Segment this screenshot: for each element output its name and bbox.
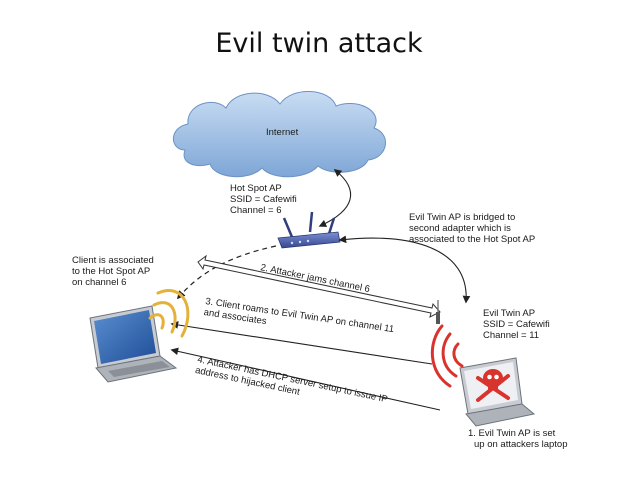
cloud-icon bbox=[172, 91, 386, 178]
step3-arrow bbox=[170, 321, 433, 365]
step4-arrow bbox=[170, 347, 441, 411]
client-note: Client is associated to the Hot Spot AP … bbox=[72, 255, 157, 288]
step1-label: 1. Evil Twin AP is set up on attackers l… bbox=[468, 428, 567, 450]
bridge-link-arrow bbox=[338, 235, 471, 304]
step3-label: 3. Client roams to Evil Twin AP on chann… bbox=[203, 296, 397, 346]
bridge-note: Evil Twin AP is bridged to second adapte… bbox=[409, 212, 535, 245]
association-dashed-arrow bbox=[176, 245, 277, 300]
usb-antenna-icon bbox=[436, 300, 440, 324]
evil-twin-ap-label: Evil Twin AP SSID = Cafewifi Channel = 1… bbox=[483, 308, 552, 341]
hotspot-ap-label: Hot Spot AP SSID = Cafewifi Channel = 6 bbox=[230, 183, 299, 216]
skull-crossbones-icon bbox=[476, 369, 510, 402]
attack-signal-icon bbox=[430, 324, 464, 388]
client-laptop-icon bbox=[89, 305, 178, 383]
step4-label: 4. Attacker has DHCP server setup to iss… bbox=[194, 354, 391, 416]
client-signal-icon bbox=[148, 289, 190, 338]
internet-label: Internet bbox=[266, 127, 299, 138]
router-icon bbox=[277, 211, 341, 249]
slide-title: Evil twin attack bbox=[215, 28, 423, 59]
internet-link-arrow bbox=[318, 169, 352, 227]
